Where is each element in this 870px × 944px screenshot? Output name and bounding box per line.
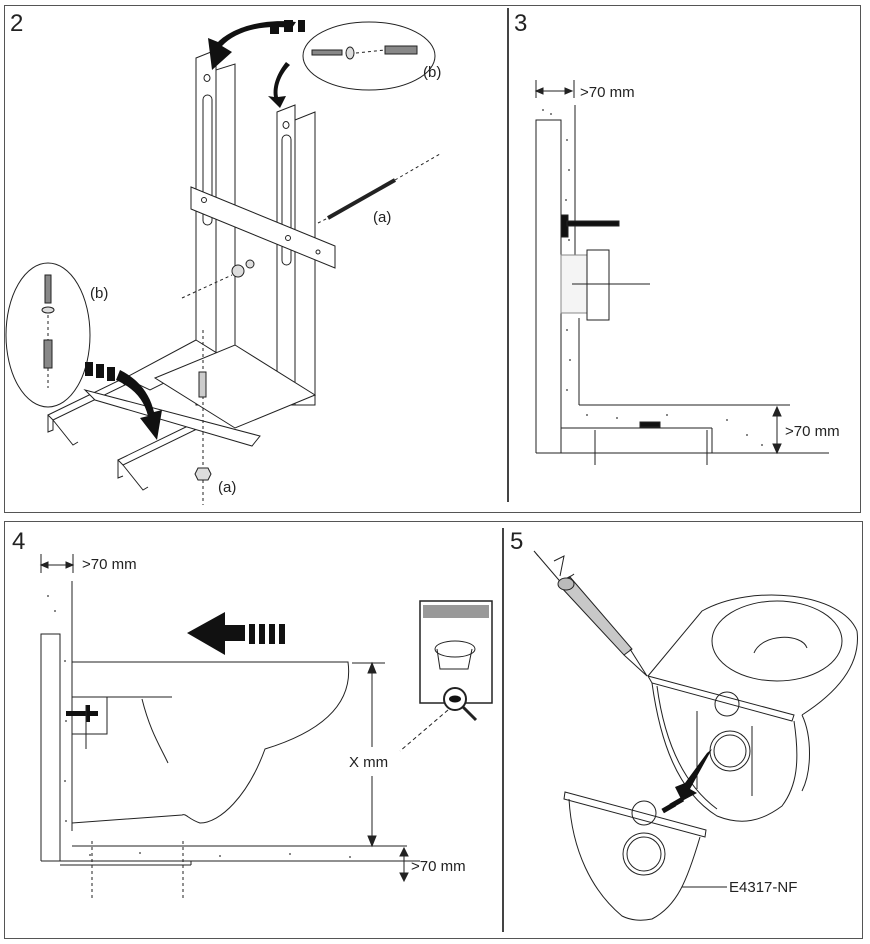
step-4-panel: 4: [0, 521, 502, 939]
instruction-frame-bottom: [4, 521, 863, 939]
step-number: 2: [10, 10, 24, 37]
step-3-panel: 3: [507, 0, 862, 513]
label-nut-a: (a): [218, 479, 236, 496]
step-2-panel: 2: [0, 0, 507, 513]
step-number: 3: [514, 10, 528, 37]
wall-section-illustration: >70 mm >70 mm: [534, 80, 840, 465]
panel-divider-bottom: [502, 528, 504, 932]
label-anchor-b-top: (b): [423, 64, 441, 81]
label-height: X mm: [349, 754, 388, 771]
label-wall-clearance: >70 mm: [82, 556, 137, 573]
label-anchor-b-left: (b): [90, 285, 108, 302]
step-5-panel: 5: [502, 521, 862, 939]
label-rod-a: (a): [373, 209, 391, 226]
frame-assembly-illustration: (a) (a) (b) (b): [5, 20, 441, 505]
panel-divider-top: [507, 8, 509, 502]
label-floor-clearance: >70 mm: [411, 858, 466, 875]
label-floor-clearance: >70 mm: [785, 423, 840, 440]
label-wall-clearance: >70 mm: [580, 84, 635, 101]
label-part-code: E4317-NF: [729, 879, 797, 896]
step-number: 5: [510, 528, 524, 555]
sealant-application-illustration: E4317-NF: [533, 550, 858, 921]
instruction-frame-top: [4, 5, 861, 513]
wall-hung-toilet-section-illustration: >70 mm >70 mm X mm: [39, 554, 493, 901]
step-number: 4: [12, 528, 26, 555]
